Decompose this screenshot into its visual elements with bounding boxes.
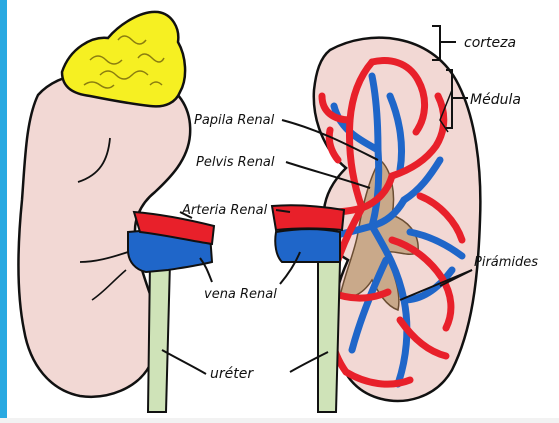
- right-renal-vein: [275, 229, 340, 262]
- label-corteza: corteza: [464, 35, 516, 51]
- label-papila-renal: Papila Renal: [194, 113, 275, 128]
- label-medula: Médula: [470, 92, 521, 108]
- label-piramides: Pirámides: [474, 255, 538, 270]
- label-ureter: uréter: [210, 366, 254, 382]
- adrenal-gland: [62, 12, 185, 107]
- right-renal-artery: [272, 205, 344, 230]
- label-pelvis-renal: Pelvis Renal: [196, 155, 275, 170]
- right-ureter: [318, 262, 340, 412]
- ureter-pointer-left: [162, 350, 206, 374]
- right-kidney: [272, 38, 480, 412]
- label-arteria-renal: Arteria Renal: [181, 203, 268, 218]
- label-vena-renal: vena Renal: [204, 287, 277, 302]
- left-ureter: [148, 262, 170, 412]
